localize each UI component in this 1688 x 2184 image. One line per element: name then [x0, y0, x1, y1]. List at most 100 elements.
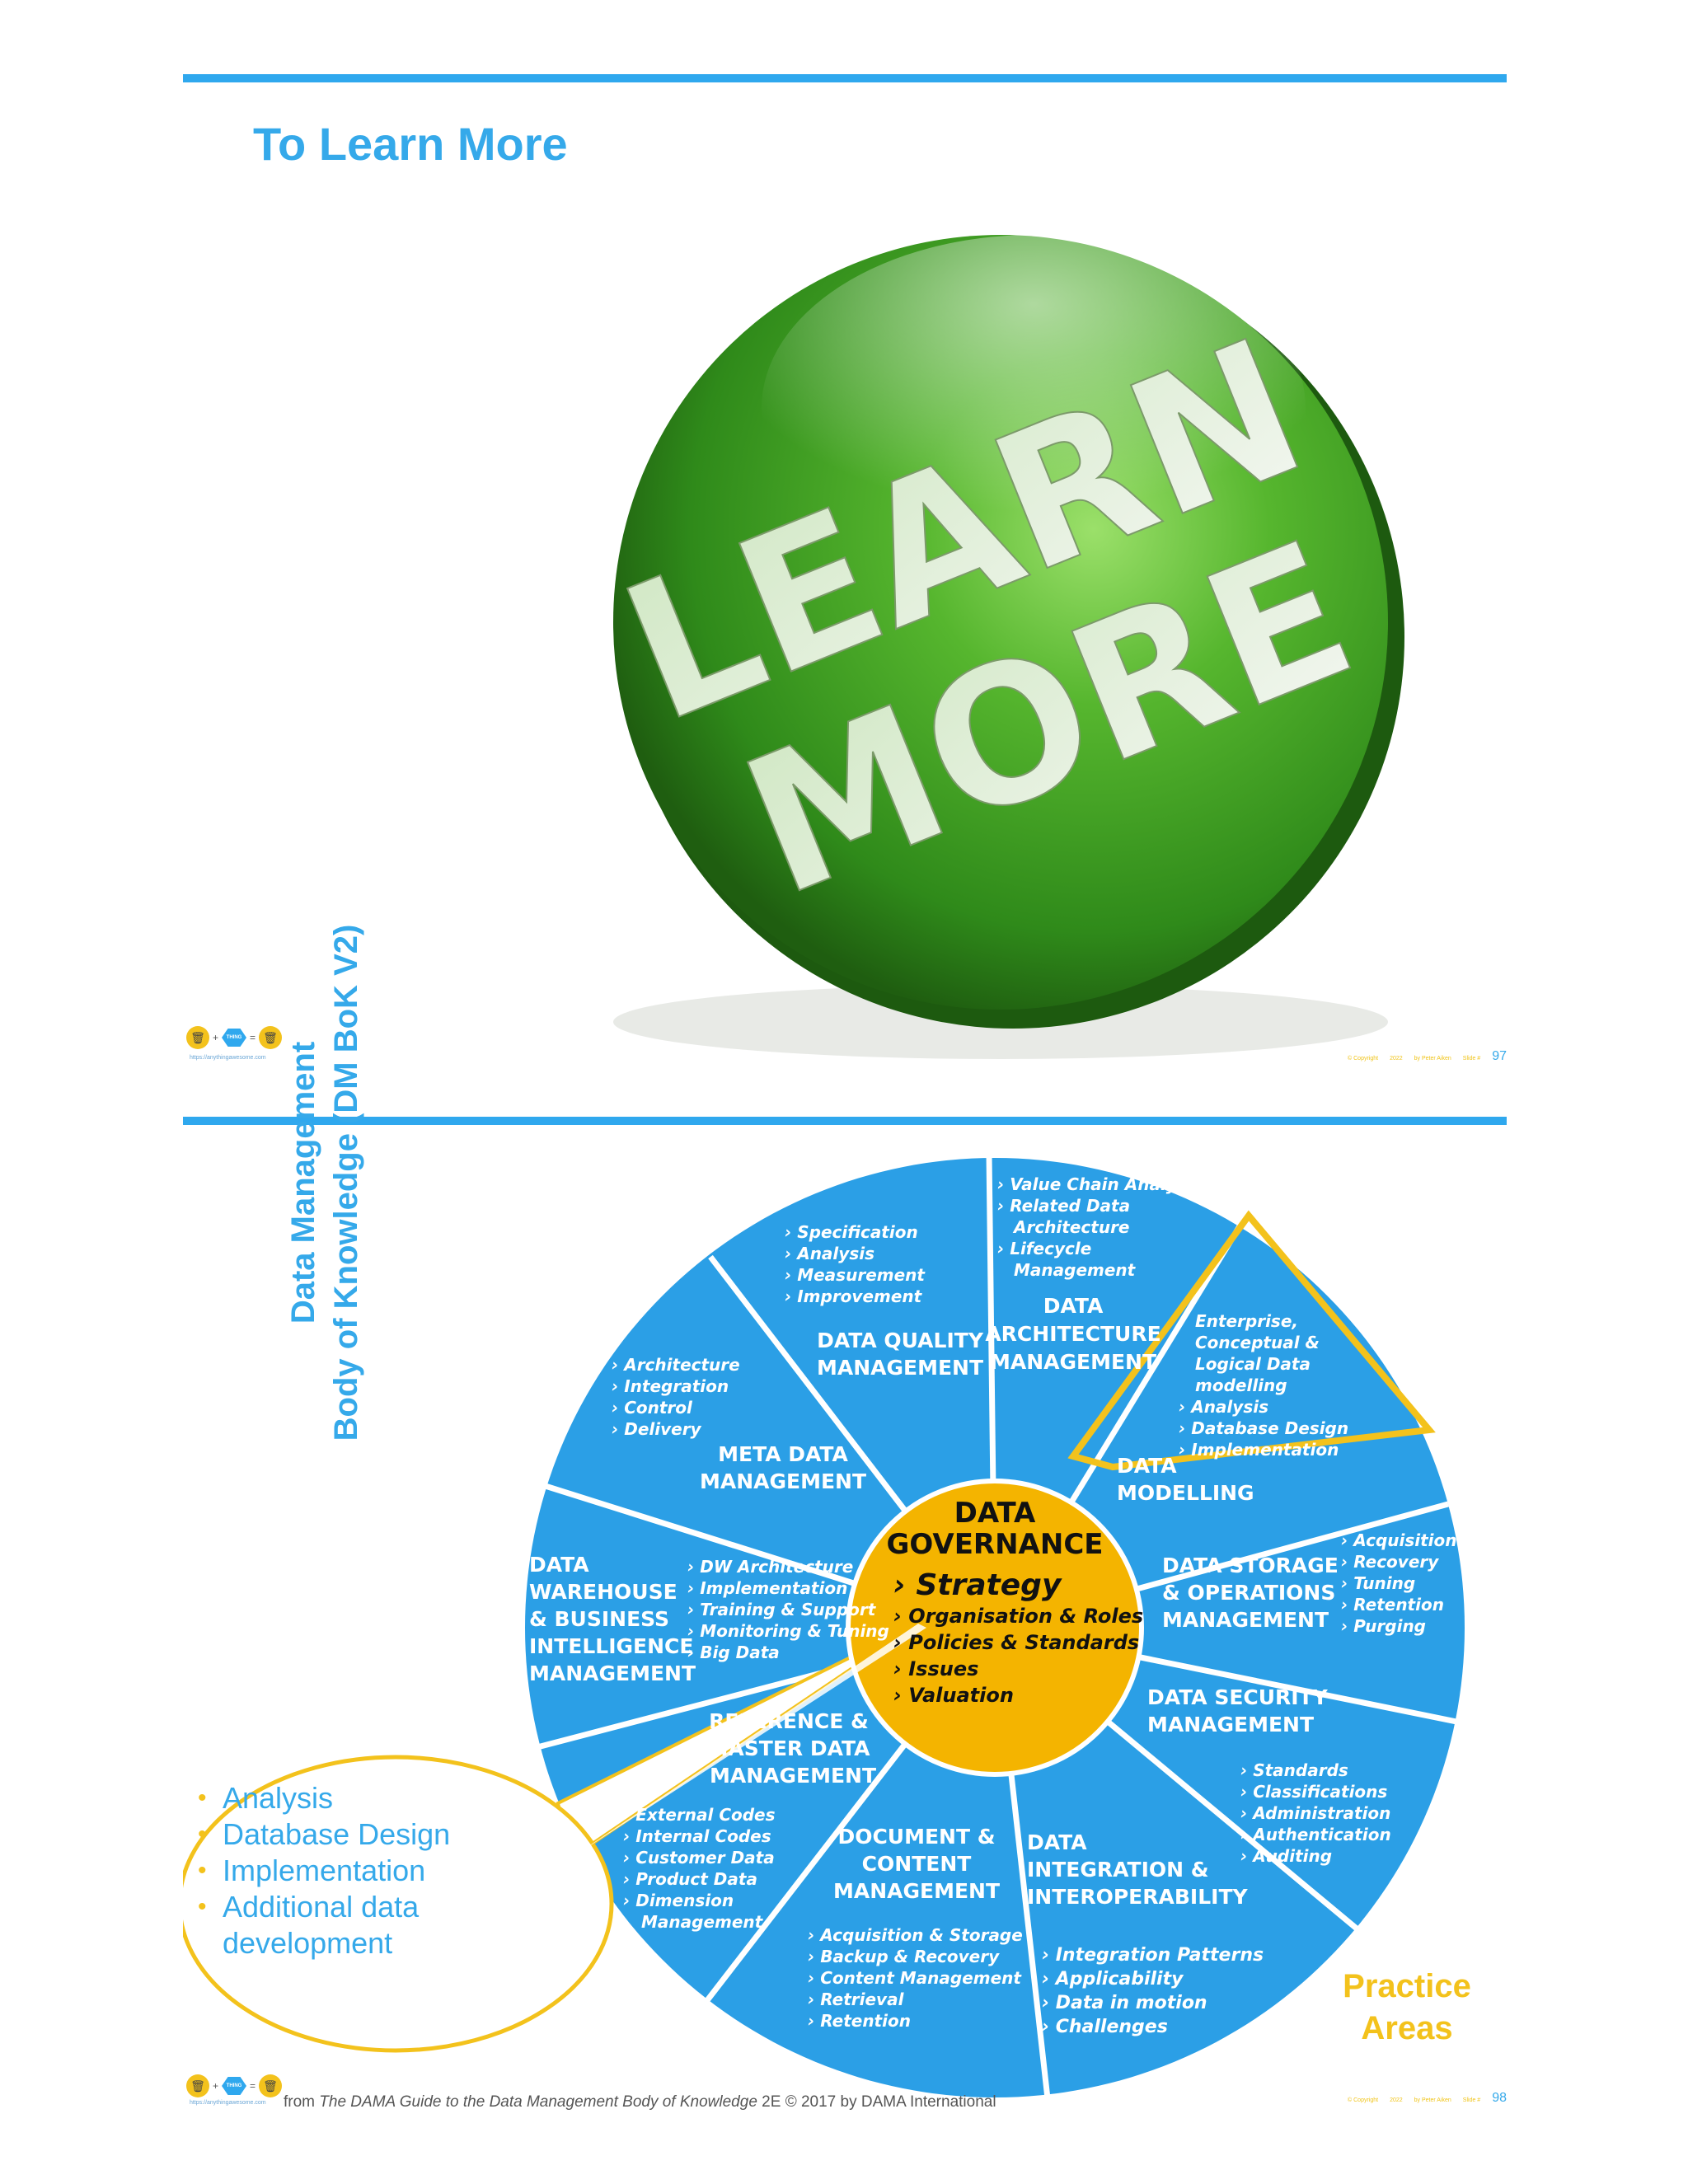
- footer-logo: 🗑 + THING = 🗑: [186, 2074, 283, 2097]
- segment-modelling-title-2: MODELLING: [1117, 1481, 1254, 1505]
- hub-item-policies: › Policies & Standards: [893, 1631, 1139, 1654]
- segment-integration-title-1: DATA: [1027, 1830, 1087, 1854]
- segment-warehouse-title-3: & BUSINESS: [529, 1607, 669, 1631]
- segment-document-title-2: CONTENT: [862, 1852, 972, 1876]
- svg-text:› Retention: › Retention: [1341, 1595, 1444, 1615]
- svg-text:› Database Design: › Database Design: [1179, 1418, 1348, 1438]
- svg-text:› Analysis: › Analysis: [1179, 1397, 1268, 1417]
- slide-top-bar: [183, 1117, 1507, 1125]
- segment-storage-title-2: & OPERATIONS: [1162, 1581, 1335, 1605]
- svg-text:› Product Data: › Product Data: [623, 1869, 757, 1889]
- hexagon-logo-icon: THING: [222, 2077, 247, 2095]
- segment-modelling-title-1: DATA: [1117, 1454, 1177, 1478]
- svg-text:› Analysis: › Analysis: [785, 1244, 874, 1263]
- callout-item: Analysis: [198, 1780, 536, 1816]
- segment-storage-items: › Acquisition › Recovery › Tuning › Rete…: [1341, 1530, 1457, 1636]
- svg-text:› Tuning: › Tuning: [1341, 1573, 1415, 1593]
- equals-icon: =: [250, 1032, 256, 1043]
- trash-coin-icon: 🗑: [186, 1026, 209, 1049]
- svg-text:› Retention: › Retention: [808, 2011, 911, 2031]
- source-prefix: from: [284, 2093, 320, 2111]
- svg-text:› Specification: › Specification: [785, 1222, 918, 1242]
- segment-storage-title-1: DATA STORAGE: [1162, 1554, 1339, 1577]
- callout-item: Additional data development: [198, 1889, 536, 1961]
- svg-text:› Dimension: › Dimension: [623, 1891, 734, 1910]
- svg-text:› Architecture: › Architecture: [612, 1355, 740, 1375]
- svg-text:Conceptual &: Conceptual &: [1195, 1333, 1320, 1352]
- source-title: The DAMA Guide to the Data Management Bo…: [319, 2093, 757, 2111]
- svg-text:› Content Management: › Content Management: [808, 1968, 1022, 1988]
- slide-top-bar: [183, 74, 1507, 82]
- segment-warehouse-title-4: INTELLIGENCE: [529, 1634, 693, 1658]
- hub-title-line-2: GOVERNANCE: [886, 1528, 1103, 1561]
- segment-quality-items: › Specification › Analysis › Measurement…: [785, 1222, 926, 1306]
- svg-text:› Classifications: › Classifications: [1240, 1782, 1387, 1802]
- svg-text:› DW Architecture: › DW Architecture: [687, 1557, 853, 1577]
- svg-text:› Measurement: › Measurement: [785, 1265, 926, 1285]
- svg-text:› Standards: › Standards: [1240, 1760, 1348, 1780]
- svg-text:› Related Data: › Related Data: [997, 1196, 1130, 1216]
- svg-text:› Authentication: › Authentication: [1240, 1825, 1391, 1844]
- hub-item-valuation: › Valuation: [893, 1684, 1014, 1707]
- svg-text:› Retrieval: › Retrieval: [808, 1990, 905, 2009]
- hub-title-line-1: DATA: [954, 1497, 1036, 1530]
- svg-text:› External Codes: › External Codes: [623, 1805, 776, 1825]
- segment-document-title-3: MANAGEMENT: [833, 1879, 1000, 1903]
- equals-icon: =: [250, 2080, 256, 2092]
- svg-text:› Improvement: › Improvement: [785, 1286, 923, 1306]
- trash-coin-icon: 🗑: [186, 2074, 209, 2097]
- svg-text:› Integration Patterns: › Integration Patterns: [1042, 1945, 1264, 1966]
- segment-document-items: › Acquisition & Storage › Backup & Recov…: [808, 1925, 1023, 2031]
- segment-quality-title-1: DATA QUALITY: [817, 1329, 984, 1352]
- practice-areas-label: Practice Areas: [1300, 1966, 1514, 2050]
- segment-integration-items: › Integration Patterns › Applicability ›…: [1042, 1945, 1264, 2037]
- footer-logo: 🗑 + THING = 🗑: [186, 1026, 283, 1049]
- segment-reference-title-3: MANAGEMENT: [710, 1764, 876, 1788]
- segment-architecture-title-1: DATA: [1043, 1294, 1104, 1318]
- trash-coin-icon: 🗑: [259, 1026, 283, 1049]
- footer-copyright: © Copyright: [1348, 1056, 1379, 1062]
- svg-text:› Recovery: › Recovery: [1341, 1552, 1439, 1572]
- hexagon-logo-icon: THING: [222, 1029, 247, 1047]
- practice-label-line-1: Practice: [1343, 1968, 1471, 2004]
- svg-text:› Acquisition & Storage: › Acquisition & Storage: [808, 1925, 1023, 1945]
- segment-quality-title-2: MANAGEMENT: [817, 1356, 983, 1380]
- plus-icon: +: [213, 2080, 219, 2092]
- callout-item: Implementation: [198, 1853, 536, 1889]
- data-governance-hub: [846, 1479, 1144, 1777]
- segment-warehouse-title-1: DATA: [529, 1553, 589, 1577]
- footer-author: by Peter Aiken: [1414, 1056, 1451, 1062]
- segment-document-title-1: DOCUMENT &: [837, 1825, 995, 1849]
- footer-url: https://anythingawesome.com: [190, 2100, 266, 2106]
- segment-integration-title-3: INTEROPERABILITY: [1027, 1885, 1248, 1909]
- segment-security-items: › Standards › Classifications › Administ…: [1240, 1760, 1391, 1866]
- svg-text:› Training & Support: › Training & Support: [687, 1600, 877, 1619]
- svg-text:› Applicability: › Applicability: [1042, 1969, 1184, 1990]
- segment-warehouse-items: › DW Architecture › Implementation › Tra…: [687, 1557, 889, 1662]
- practice-label-line-2: Areas: [1361, 2010, 1453, 2046]
- hub-item-organisation: › Organisation & Roles: [893, 1605, 1143, 1628]
- segment-meta-items: › Architecture › Integration › Control ›…: [612, 1355, 740, 1439]
- source-citation: from The DAMA Guide to the Data Manageme…: [284, 2093, 996, 2111]
- svg-text:› Purging: › Purging: [1341, 1616, 1426, 1636]
- segment-architecture-title-3: MANAGEMENT: [990, 1350, 1156, 1374]
- svg-text:› Challenges: › Challenges: [1042, 2017, 1168, 2037]
- segment-security-title-2: MANAGEMENT: [1147, 1713, 1314, 1736]
- svg-text:Logical Data: Logical Data: [1195, 1354, 1311, 1374]
- segment-reference-title-2: MASTER DATA: [708, 1736, 871, 1760]
- page-number: 97: [1492, 1049, 1507, 1063]
- learn-more-badge-image: LEARN MORE: [597, 235, 1404, 1059]
- segment-meta-title-2: MANAGEMENT: [700, 1469, 866, 1493]
- svg-text:› Integration: › Integration: [612, 1376, 729, 1396]
- svg-text:› Auditing: › Auditing: [1240, 1846, 1332, 1866]
- svg-text:› Monitoring & Tuning: › Monitoring & Tuning: [687, 1621, 889, 1641]
- segment-architecture-items: › Value Chain Analysis › Related Data Ar…: [997, 1174, 1203, 1280]
- hub-item-issues: › Issues: [893, 1657, 978, 1680]
- footer-slide-label: Slide #: [1462, 1056, 1481, 1062]
- footer-author: by Peter Aiken: [1414, 2097, 1451, 2103]
- footer-right: © Copyright 2022 by Peter Aiken Slide # …: [1348, 1049, 1507, 1064]
- footer-right: © Copyright 2022 by Peter Aiken Slide # …: [1348, 2091, 1507, 2106]
- segment-security-title-1: DATA SECURITY: [1147, 1685, 1329, 1709]
- svg-text:Architecture: Architecture: [1012, 1217, 1130, 1237]
- svg-text:› Implementation: › Implementation: [1179, 1440, 1339, 1460]
